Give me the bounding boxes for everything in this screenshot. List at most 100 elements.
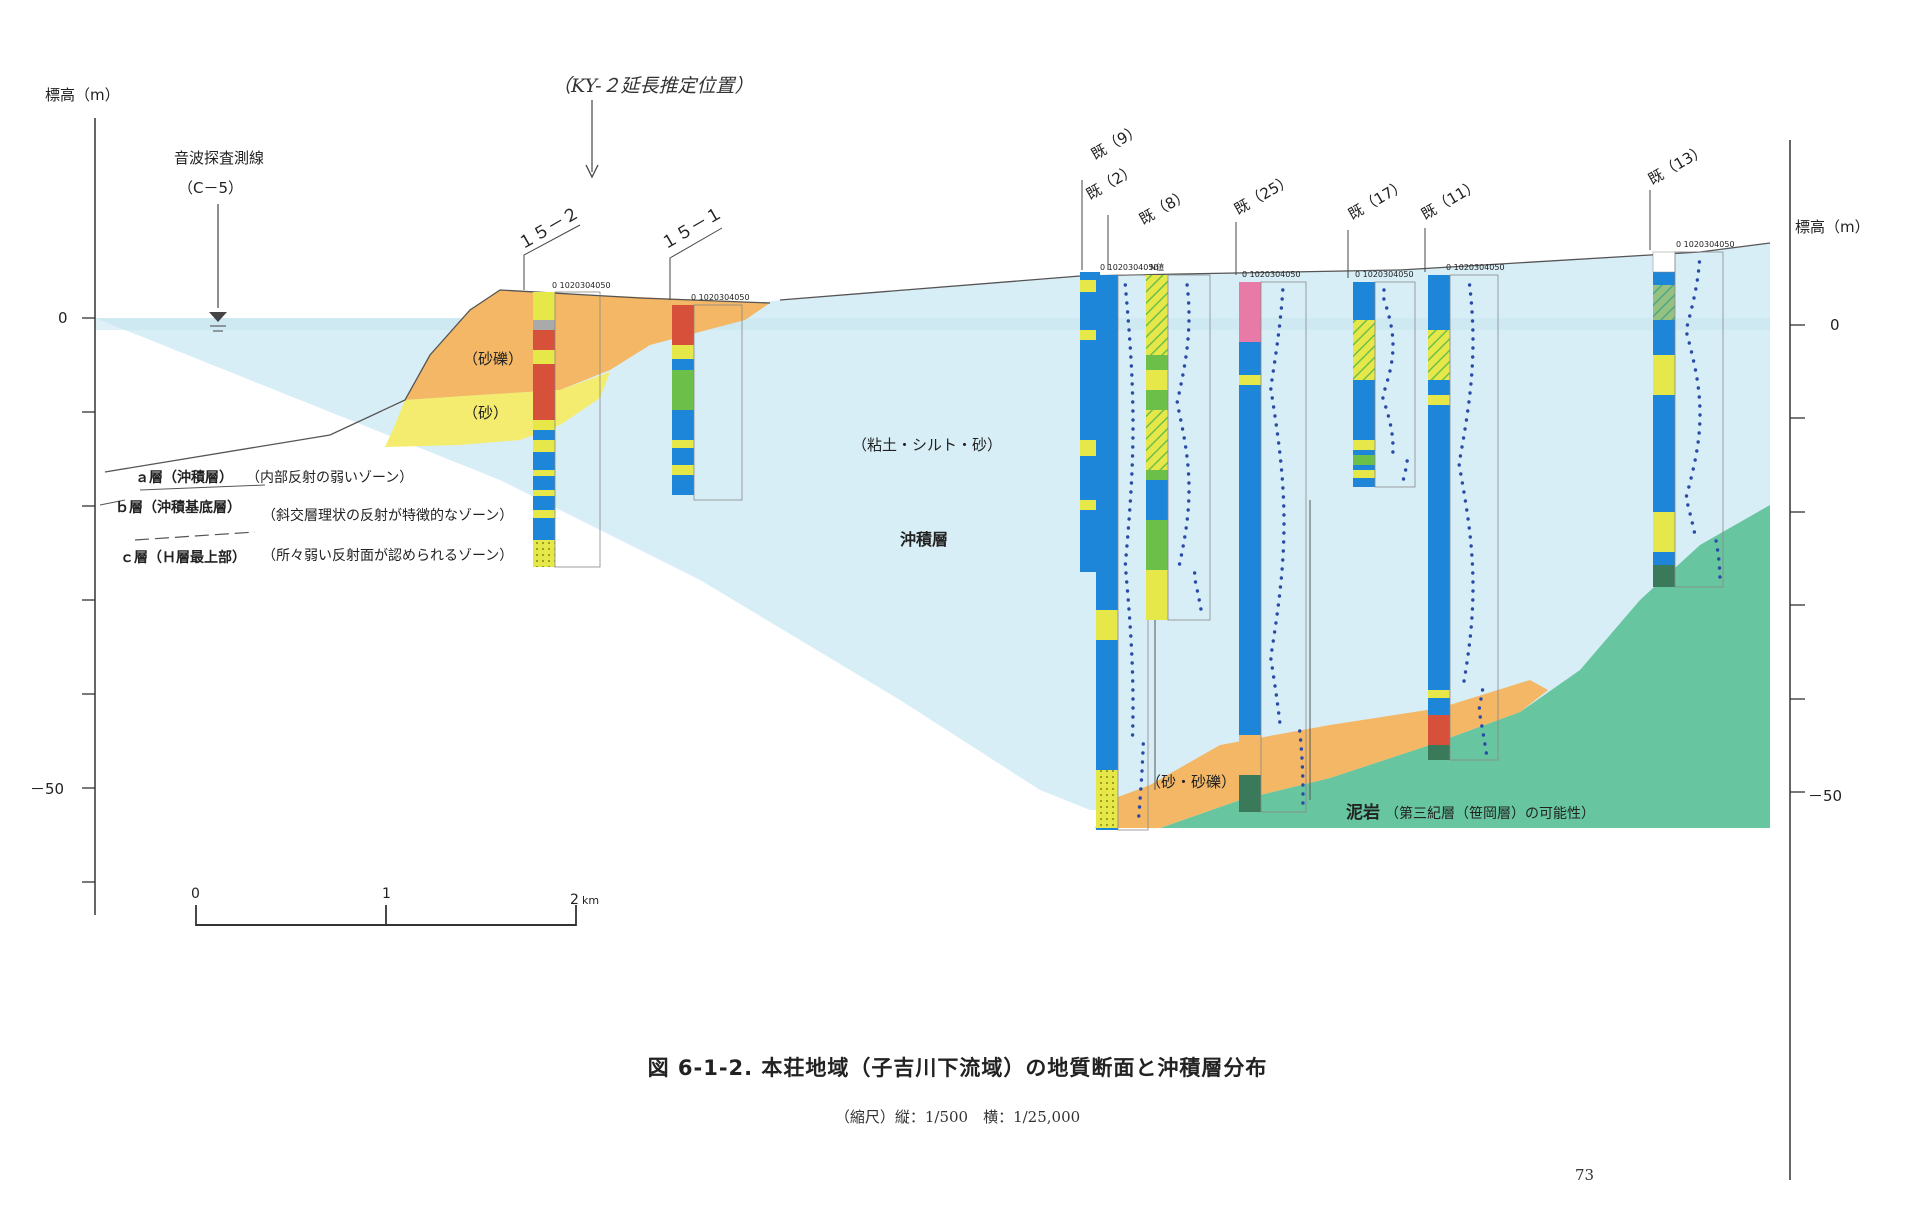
n-value-dot <box>1391 342 1395 346</box>
n-value-dot <box>1138 796 1142 800</box>
n-value-dot <box>1470 310 1474 314</box>
n-value-dot <box>1278 585 1283 589</box>
n-value-dot <box>1277 594 1282 598</box>
n-value-dot <box>1140 769 1144 773</box>
n-value-dot <box>1471 337 1475 341</box>
borehole-label: 既（8） <box>1136 186 1192 229</box>
n-value-dot <box>1696 269 1701 273</box>
n-value-dot <box>1130 382 1134 386</box>
scale-tick-2: 2 <box>570 892 579 908</box>
n-value-dot <box>1388 423 1393 427</box>
n-value-dot <box>1131 724 1135 728</box>
legend-leader-b <box>99 499 126 506</box>
n-value-dot <box>1694 287 1698 291</box>
n-value-dot <box>1280 567 1284 571</box>
survey-line-code: （C－5） <box>178 179 243 197</box>
n-value-dot <box>1282 531 1286 535</box>
n-value-dot <box>1275 612 1279 616</box>
n-value-dot <box>1689 350 1694 354</box>
borehole-label: 既（2） <box>1083 161 1139 204</box>
n-value-dot <box>1273 684 1277 688</box>
n-value-dot <box>1197 598 1201 602</box>
n-value-dot <box>1276 441 1281 445</box>
n-value-dot <box>1131 688 1135 692</box>
n-value-dot <box>1462 490 1466 494</box>
n-value-dot <box>1187 310 1191 314</box>
n-value-dot <box>1177 409 1181 413</box>
n-value-dot <box>1462 679 1466 683</box>
n-value-dot <box>1185 346 1189 350</box>
n-value-dot <box>1127 607 1131 611</box>
n-value-dot <box>1127 616 1132 620</box>
n-value-dot <box>1179 418 1183 422</box>
n-value-dot <box>1182 364 1187 368</box>
n-value-dot <box>1717 557 1721 561</box>
n-value-dot <box>1274 423 1278 427</box>
scale-unit: km <box>582 894 599 907</box>
n-value-dot <box>1382 288 1386 292</box>
n-value-dot <box>1466 409 1470 413</box>
n-value-dot <box>1687 485 1691 489</box>
n-value-dot <box>1695 377 1699 381</box>
ky2-note: （KY-２延長推定位置） <box>552 75 754 97</box>
n-value-dot <box>1463 670 1468 674</box>
n-value-dot <box>1695 278 1700 282</box>
n-value-dot <box>1272 360 1277 364</box>
n-value-dot <box>1696 440 1700 444</box>
n-value-dot <box>1469 382 1473 386</box>
label-sand: （砂） <box>463 404 508 422</box>
n-value-dot <box>1187 490 1191 494</box>
n-value-dot <box>1382 297 1386 301</box>
n-value-dot <box>1278 315 1283 319</box>
n-value-dot <box>1388 369 1392 373</box>
n-value-dot <box>1280 297 1284 301</box>
n-value-dot <box>1282 504 1286 508</box>
n-value-dot <box>1281 549 1285 553</box>
n-value-dot <box>1187 499 1191 503</box>
n-value-dot <box>1686 503 1690 507</box>
n-value-dot <box>1131 436 1135 440</box>
n-value-dot <box>1481 733 1486 737</box>
n-value-dot <box>1688 512 1692 516</box>
n-value-dot <box>1141 742 1145 746</box>
n-value-dot <box>1718 575 1722 579</box>
n-value-dot <box>1179 553 1184 557</box>
n-value-dot <box>1131 715 1135 719</box>
n-value-dot <box>1276 711 1281 715</box>
legend-leader-c <box>134 531 256 541</box>
n-value-dot <box>1383 387 1387 391</box>
n-value-dot <box>1131 697 1135 701</box>
borehole-label: 既（25） <box>1231 171 1296 219</box>
n-value-dot <box>1273 414 1277 418</box>
n-value-dot <box>1130 391 1135 395</box>
n-value-dot <box>1179 382 1183 386</box>
n-value-dot <box>1280 477 1285 481</box>
n-value-dot <box>1177 391 1181 395</box>
borehole-label: 既（13） <box>1645 141 1710 189</box>
n-value-dot <box>1465 508 1469 512</box>
n-value-dot <box>1282 513 1286 517</box>
n-value-dot <box>1480 688 1485 692</box>
n-value-dot <box>1183 535 1187 539</box>
n-value-dot <box>1186 337 1190 341</box>
n-value-dot <box>1691 359 1696 363</box>
n-value-dot <box>1697 260 1702 264</box>
n-value-dot <box>1458 454 1463 458</box>
n-value-dot <box>1471 355 1475 359</box>
n-value-dot <box>1479 697 1483 701</box>
n-value-dot <box>1127 328 1131 332</box>
left-tick-0: 0 <box>58 309 68 327</box>
n-value-dot <box>1131 418 1135 422</box>
n-value-dot <box>1141 751 1145 755</box>
n-value-dot <box>1129 481 1134 485</box>
n-value-dot <box>1467 643 1472 647</box>
nvalue-scale: 0 1020304050 <box>1100 263 1159 272</box>
n-value-dot <box>1128 625 1132 629</box>
n-value-dot <box>1124 553 1128 557</box>
n-value-dot <box>1128 508 1132 512</box>
n-value-dot <box>1131 409 1135 413</box>
n-value-dot <box>1124 571 1128 575</box>
n-value-dot <box>1688 314 1692 318</box>
n-value-dot <box>1186 301 1191 305</box>
n-value-dot <box>1127 517 1131 521</box>
